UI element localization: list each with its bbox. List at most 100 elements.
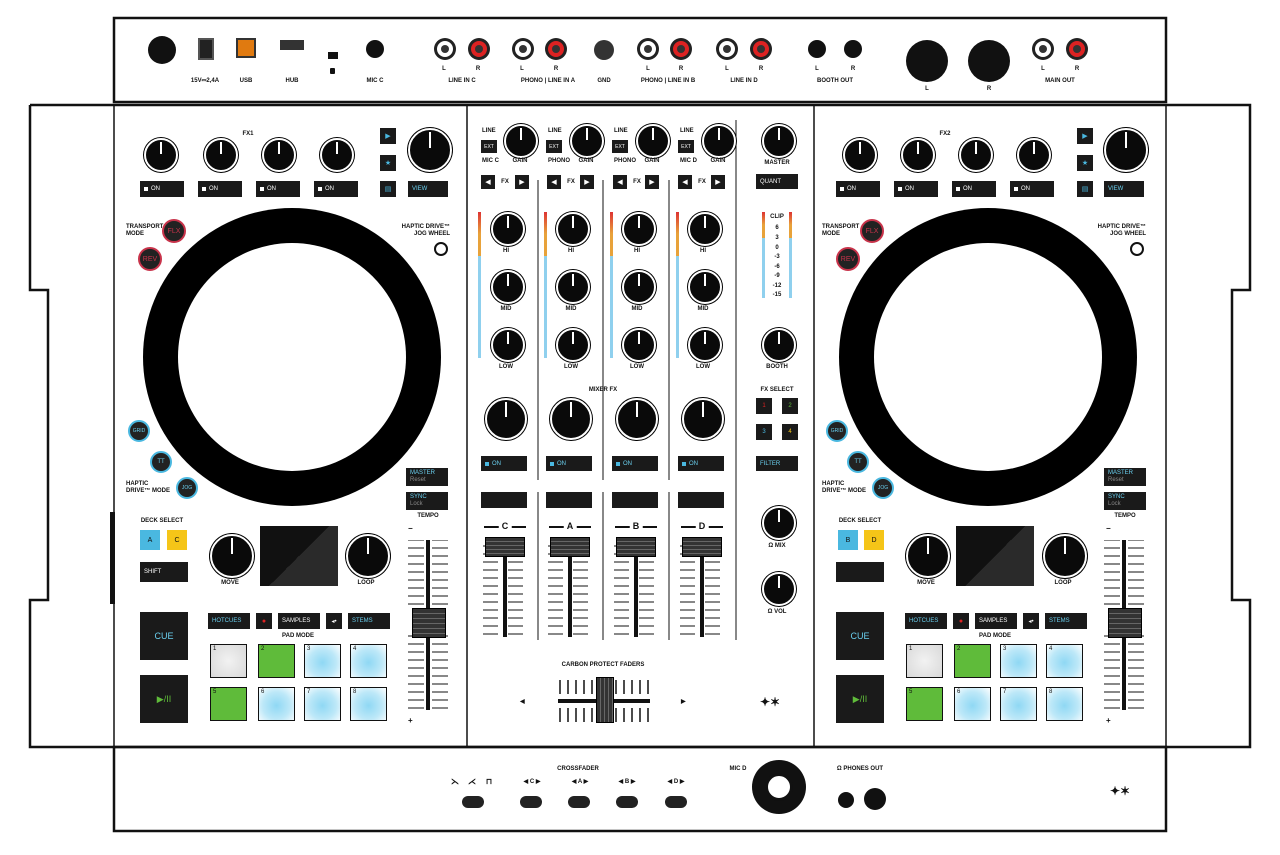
- record-button[interactable]: ●: [256, 613, 272, 629]
- master-knob[interactable]: [762, 124, 796, 158]
- mixer-fx-on-a[interactable]: ON: [546, 456, 592, 471]
- deck-c-button[interactable]: C: [167, 530, 187, 550]
- ch-b-gain-knob[interactable]: [636, 124, 670, 158]
- hub-port[interactable]: [280, 40, 304, 50]
- ch-c-cue-button[interactable]: [481, 492, 527, 508]
- pad-3-r[interactable]: 3: [1000, 644, 1037, 678]
- jog-wheel-platter-r[interactable]: [874, 243, 1102, 471]
- ch-a-fader-handle[interactable]: [550, 537, 590, 557]
- fx2-on-button-3[interactable]: ON: [952, 181, 996, 197]
- phono-a-l-rca[interactable]: [512, 38, 534, 60]
- ch-c-ext-button[interactable]: EXT: [481, 140, 497, 153]
- ch-d-hi-knob[interactable]: [688, 212, 722, 246]
- loop-encoder[interactable]: [346, 534, 390, 578]
- filter-button[interactable]: FILTER: [756, 456, 798, 471]
- ch-b-ext-button[interactable]: EXT: [612, 140, 628, 153]
- pad-1[interactable]: 1: [210, 644, 247, 678]
- ch-c-low-knob[interactable]: [491, 328, 525, 362]
- ch-a-cue-button[interactable]: [546, 492, 592, 508]
- rev-button[interactable]: REV: [138, 247, 162, 271]
- tempo-fader-handle-r[interactable]: [1108, 608, 1142, 638]
- assign-d-switch[interactable]: [665, 796, 687, 808]
- pad-2-r[interactable]: 2: [954, 644, 991, 678]
- dc-power-jack[interactable]: [198, 38, 214, 60]
- samples-button-r[interactable]: SAMPLES: [975, 613, 1017, 629]
- line-in-c-r-rca[interactable]: [468, 38, 490, 60]
- pad-5[interactable]: 5: [210, 687, 247, 721]
- deck-d-button[interactable]: D: [864, 530, 884, 550]
- ch-b-fx-right-button[interactable]: ▶: [645, 175, 659, 189]
- mixer-fx-knob-c[interactable]: [485, 398, 527, 440]
- rev-button-r[interactable]: REV: [836, 247, 860, 271]
- ch-c-fx-left-button[interactable]: ◀: [481, 175, 495, 189]
- star-icon-button[interactable]: ★: [380, 155, 396, 171]
- mixer-fx-on-d[interactable]: ON: [678, 456, 724, 471]
- mixer-fx-on-c[interactable]: ON: [481, 456, 527, 471]
- stems-button[interactable]: STEMS: [348, 613, 390, 629]
- fx1-on-button-4[interactable]: ON: [314, 181, 358, 197]
- fx2-on-button-1[interactable]: ON: [836, 181, 880, 197]
- hotcues-button[interactable]: HOTCUES: [208, 613, 250, 629]
- pad-4[interactable]: 4: [350, 644, 387, 678]
- speaker-icon-button-r[interactable]: ◂•: [1023, 613, 1039, 629]
- hotcues-button-r[interactable]: HOTCUES: [905, 613, 947, 629]
- ch-a-mid-knob[interactable]: [556, 270, 590, 304]
- pad-2[interactable]: 2: [258, 644, 295, 678]
- pad-3[interactable]: 3: [304, 644, 341, 678]
- pad-5-r[interactable]: 5: [906, 687, 943, 721]
- ch-c-hi-knob[interactable]: [491, 212, 525, 246]
- fx-select-1[interactable]: 1: [756, 398, 772, 414]
- fx-select-4[interactable]: 4: [782, 424, 798, 440]
- ch-d-cue-button[interactable]: [678, 492, 724, 508]
- main-out-l-rca[interactable]: [1032, 38, 1054, 60]
- pad-6[interactable]: 6: [258, 687, 295, 721]
- booth-out-r-jack[interactable]: [844, 40, 862, 58]
- fx2-knob-3[interactable]: [959, 138, 993, 172]
- fx1-knob-2[interactable]: [204, 138, 238, 172]
- mixer-fx-knob-b[interactable]: [616, 398, 658, 440]
- ch-b-hi-knob[interactable]: [622, 212, 656, 246]
- fx2-knob-4[interactable]: [1017, 138, 1051, 172]
- ch-c-mid-knob[interactable]: [491, 270, 525, 304]
- fx2-knob-1[interactable]: [843, 138, 877, 172]
- play-pause-button-r[interactable]: ▶/II: [836, 675, 884, 723]
- browse-icon-button-r[interactable]: ▤: [1077, 181, 1093, 197]
- star-icon-button-r[interactable]: ★: [1077, 155, 1093, 171]
- ch-a-low-knob[interactable]: [556, 328, 590, 362]
- assign-c-switch[interactable]: [520, 796, 542, 808]
- ch-a-ext-button[interactable]: EXT: [546, 140, 562, 153]
- line-in-d-r-rca[interactable]: [750, 38, 772, 60]
- quant-button[interactable]: QUANT: [756, 174, 798, 189]
- stems-button-r[interactable]: STEMS: [1045, 613, 1087, 629]
- tt-button-r[interactable]: TT: [847, 451, 869, 473]
- grid-button-r[interactable]: GRID: [826, 420, 848, 442]
- cue-button[interactable]: CUE: [140, 612, 188, 660]
- booth-knob[interactable]: [762, 328, 796, 362]
- ch-d-mid-knob[interactable]: [688, 270, 722, 304]
- fx1-knob-1[interactable]: [144, 138, 178, 172]
- cue-vol-knob[interactable]: [762, 572, 796, 606]
- ch-c-gain-knob[interactable]: [504, 124, 538, 158]
- phono-b-l-rca[interactable]: [637, 38, 659, 60]
- deck-b-button[interactable]: B: [838, 530, 858, 550]
- booth-out-l-jack[interactable]: [808, 40, 826, 58]
- tt-button[interactable]: TT: [150, 451, 172, 473]
- shift-button-r[interactable]: [836, 562, 884, 582]
- crossfader-curve-switch[interactable]: [462, 796, 484, 808]
- phones-small-jack[interactable]: [838, 792, 854, 808]
- ch-d-gain-knob[interactable]: [702, 124, 736, 158]
- pad-1-r[interactable]: 1: [906, 644, 943, 678]
- fx1-knob-4[interactable]: [320, 138, 354, 172]
- ch-d-fader-handle[interactable]: [682, 537, 722, 557]
- fx2-on-button-4[interactable]: ON: [1010, 181, 1054, 197]
- fx-select-3[interactable]: 3: [756, 424, 772, 440]
- fx1-on-button-3[interactable]: ON: [256, 181, 300, 197]
- ch-d-ext-button[interactable]: EXT: [678, 140, 694, 153]
- play-icon-button-r[interactable]: ▶: [1077, 128, 1093, 144]
- fx1-on-button-2[interactable]: ON: [198, 181, 242, 197]
- pad-6-r[interactable]: 6: [954, 687, 991, 721]
- fx2-knob-2[interactable]: [901, 138, 935, 172]
- fx-select-2[interactable]: 2: [782, 398, 798, 414]
